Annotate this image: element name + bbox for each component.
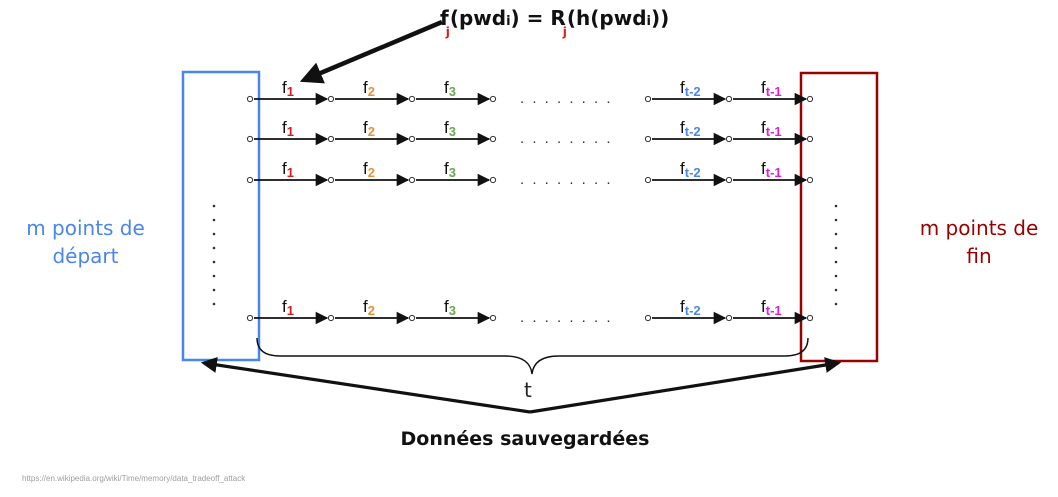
end-label-line2: fin: [966, 244, 992, 268]
chain-row: f1 f2 f3 ft-2 ft-1 . . . . . . . .: [246, 159, 814, 188]
function-label: f1: [282, 118, 294, 139]
function-label: f1: [282, 297, 294, 318]
t-brace: [256, 337, 809, 375]
function-label: f2: [363, 78, 375, 99]
chain-row: f1 f2 f3 ft-2 ft-1 . . . . . . . .: [246, 118, 814, 147]
function-label: f2: [363, 118, 375, 139]
formula-part1: (pwd: [449, 6, 507, 30]
chain-ellipsis: . . . . . . . .: [520, 309, 613, 326]
saved-arrow-left: [200, 356, 531, 414]
left-vertical-dots: [212, 204, 216, 306]
chain-node: [806, 314, 814, 322]
function-label: f2: [363, 159, 375, 180]
chain-node: [489, 135, 497, 143]
chain-node: [725, 314, 733, 322]
chain-node: [725, 176, 733, 184]
function-label: f3: [444, 78, 456, 99]
chain-node: [644, 314, 652, 322]
t-label: t: [524, 378, 532, 402]
chain-node: [327, 95, 335, 103]
function-label: f1: [282, 159, 294, 180]
chain-node: [806, 176, 814, 184]
chain-node: [644, 135, 652, 143]
formula-sub-j1: j: [445, 25, 450, 39]
formula-part2: ) = R: [510, 6, 566, 30]
chain-node: [246, 176, 254, 184]
function-label: ft-1: [761, 118, 782, 139]
formula-sub-i1: i: [506, 14, 511, 29]
formula: fj(pwdi) = Rj(h(pwdi)): [440, 6, 670, 39]
saved-data-label: Données sauvegardées: [400, 428, 650, 450]
function-label: f2: [363, 297, 375, 318]
function-label: ft-1: [761, 78, 782, 99]
chain-node: [246, 95, 254, 103]
chain-node: [489, 95, 497, 103]
formula-sub-i2: i: [646, 14, 652, 29]
start-points-label: m points de départ: [8, 214, 163, 270]
formula-arrow: [299, 19, 443, 84]
function-label: ft-2: [680, 78, 701, 99]
chain-node: [246, 314, 254, 322]
function-label: ft-2: [680, 159, 701, 180]
formula-end: )): [651, 6, 670, 30]
chain-row: f1 f2 f3 ft-2 ft-1 . . . . . . . .: [246, 297, 814, 326]
saved-arrow-right: [529, 357, 842, 414]
chain-node: [408, 176, 416, 184]
start-points-box: [181, 70, 261, 362]
function-label: f3: [444, 159, 456, 180]
chain-node: [327, 135, 335, 143]
function-label: f1: [282, 78, 294, 99]
start-label-line2: départ: [52, 244, 119, 268]
chain-node: [408, 95, 416, 103]
function-label: f3: [444, 118, 456, 139]
chain-node: [489, 176, 497, 184]
function-label: ft-1: [761, 159, 782, 180]
source-url: https://en.wikipedia.org/wiki/Time/memor…: [22, 474, 246, 483]
function-label: ft-1: [761, 297, 782, 318]
formula-part3: (h(pwd: [566, 6, 647, 30]
chain-node: [644, 95, 652, 103]
chain-node: [408, 314, 416, 322]
function-label: f3: [444, 297, 456, 318]
end-points-label: m points de fin: [900, 214, 1058, 270]
chain-row: f1 f2 f3 ft-2 ft-1 . . . . . . . .: [246, 78, 814, 107]
start-label-line1: m points de: [26, 216, 145, 240]
chain-node: [408, 135, 416, 143]
chain-ellipsis: . . . . . . . .: [520, 171, 613, 188]
chain-node: [327, 176, 335, 184]
function-label: ft-2: [680, 297, 701, 318]
chain-node: [725, 95, 733, 103]
chain-ellipsis: . . . . . . . .: [520, 90, 613, 107]
chain-node: [246, 135, 254, 143]
end-label-line1: m points de: [919, 216, 1039, 240]
chain-ellipsis: . . . . . . . .: [520, 130, 613, 147]
right-vertical-dots: [834, 204, 838, 306]
chain-node: [489, 314, 497, 322]
chain-node: [327, 314, 335, 322]
formula-sub-j2: j: [562, 25, 567, 39]
chain-node: [806, 135, 814, 143]
function-label: ft-2: [680, 118, 701, 139]
chain-node: [725, 135, 733, 143]
chain-node: [806, 95, 814, 103]
chain-node: [644, 176, 652, 184]
formula-f: f: [440, 6, 449, 30]
